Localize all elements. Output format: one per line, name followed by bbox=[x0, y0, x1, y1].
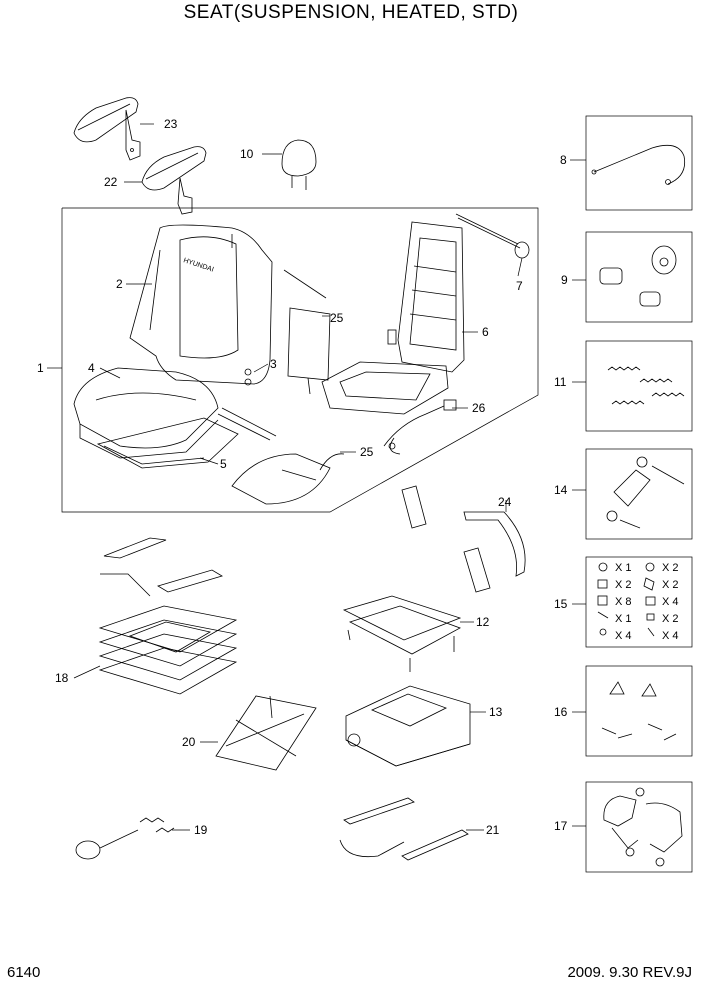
callout-5: 5 bbox=[220, 457, 227, 471]
kit-15-quantities: X 1 X 2 X 2 X 2 X 8 X 4 X 1 X 2 X 4 X 4 bbox=[615, 562, 679, 642]
box-16 bbox=[585, 665, 693, 757]
callout-19: 19 bbox=[194, 823, 208, 837]
seat-back-frame bbox=[321, 221, 465, 415]
box-14 bbox=[585, 448, 693, 540]
box-11 bbox=[585, 340, 693, 432]
callout-13: 13 bbox=[489, 705, 503, 719]
callout-24: 24 bbox=[498, 495, 512, 509]
callout-8: 8 bbox=[560, 153, 567, 167]
callout-1: 1 bbox=[37, 361, 44, 375]
qty-item: X 4 bbox=[615, 630, 632, 642]
callout-18: 18 bbox=[55, 671, 69, 685]
seat-cushion bbox=[73, 367, 219, 459]
revision-date: 2009. 9.30 REV.9J bbox=[567, 964, 692, 981]
qty-item: X 2 bbox=[662, 613, 679, 625]
callout-25-upper: 25 bbox=[330, 311, 344, 325]
callout-3: 3 bbox=[270, 357, 277, 371]
callout-12: 12 bbox=[476, 615, 490, 629]
callout-21: 21 bbox=[486, 823, 500, 837]
armrest-right bbox=[73, 97, 141, 161]
qty-item: X 1 bbox=[615, 613, 632, 625]
shock-absorber bbox=[606, 456, 685, 529]
bracket-kit bbox=[601, 681, 677, 741]
bellows-boot bbox=[98, 537, 238, 695]
heater-harness bbox=[383, 399, 457, 455]
scissor-linkage bbox=[215, 695, 317, 771]
seat-backrest: HYUNDAI bbox=[129, 224, 273, 386]
qty-item: X 8 bbox=[615, 596, 632, 608]
seat-brand-logo: HYUNDAI bbox=[182, 257, 214, 273]
springs bbox=[607, 366, 685, 405]
page-title: SEAT(SUSPENSION, HEATED, STD) bbox=[183, 2, 519, 23]
hardware-kit bbox=[597, 562, 656, 637]
callout-15: 15 bbox=[554, 597, 568, 611]
cushion-frame bbox=[96, 417, 239, 469]
seat-belt-strap bbox=[463, 511, 526, 577]
release-cable bbox=[593, 144, 686, 185]
callout-11: 11 bbox=[554, 375, 567, 389]
box-8 bbox=[585, 115, 693, 211]
callout-23: 23 bbox=[164, 117, 178, 131]
callout-10: 10 bbox=[240, 147, 254, 161]
back-heater-pad bbox=[287, 307, 331, 395]
armrest-left bbox=[141, 146, 207, 215]
callout-22: 22 bbox=[104, 175, 118, 189]
page-number: 6140 bbox=[7, 964, 41, 981]
callout-9: 9 bbox=[561, 273, 568, 287]
qty-item: X 4 bbox=[662, 630, 679, 642]
mount-brackets bbox=[603, 787, 683, 867]
slide-rails-lower bbox=[339, 797, 469, 861]
qty-item: X 1 bbox=[615, 562, 632, 574]
qty-item: X 2 bbox=[662, 562, 679, 574]
callout-25-lower: 25 bbox=[360, 445, 374, 459]
box-15 bbox=[585, 556, 693, 648]
seat-belt-buckles bbox=[401, 485, 491, 593]
box-9 bbox=[585, 231, 693, 323]
callout-26: 26 bbox=[472, 401, 486, 415]
seat-assembly-frame bbox=[61, 207, 539, 513]
callout-2: 2 bbox=[116, 277, 123, 291]
callout-14: 14 bbox=[554, 483, 568, 497]
qty-item: X 2 bbox=[662, 579, 679, 591]
headrest bbox=[281, 139, 317, 190]
box-17 bbox=[585, 781, 693, 873]
callout-20: 20 bbox=[182, 735, 196, 749]
height-knob bbox=[75, 817, 175, 860]
cushion-heater-pad bbox=[231, 453, 345, 505]
callout-7: 7 bbox=[516, 279, 523, 293]
qty-item: X 2 bbox=[615, 579, 632, 591]
qty-item: X 4 bbox=[662, 596, 679, 608]
slide-rail-upper bbox=[342, 595, 462, 672]
callout-17: 17 bbox=[554, 819, 568, 833]
callout-16: 16 bbox=[554, 705, 568, 719]
callout-6: 6 bbox=[482, 325, 489, 339]
suspension-unit bbox=[345, 685, 471, 767]
callout-labels: 1 2 3 4 5 6 7 8 9 10 11 12 13 14 15 16 1… bbox=[37, 117, 568, 837]
callout-4: 4 bbox=[88, 361, 95, 375]
leader-lines bbox=[47, 123, 586, 831]
knob-parts bbox=[599, 245, 677, 307]
recline-lever bbox=[455, 213, 530, 259]
